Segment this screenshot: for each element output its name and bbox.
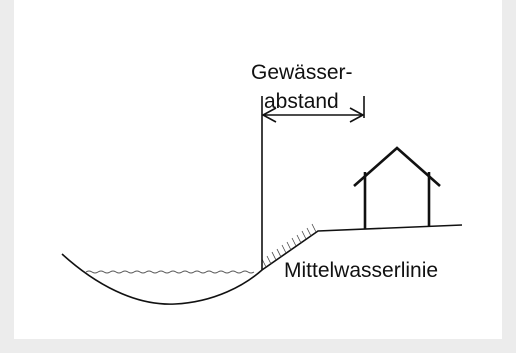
distance-arrow-left-head (261, 107, 277, 123)
distance-label-line1: Gewässer- (251, 61, 353, 84)
distance-arrow-right-head (349, 107, 365, 123)
waterline-label: Mittelwasserlinie (284, 259, 438, 282)
bank-hatching (261, 223, 317, 268)
distance-label-line2: abstand (264, 90, 339, 113)
water-surface (85, 270, 255, 274)
house-icon (353, 146, 441, 229)
riverbed-curve (61, 224, 463, 305)
